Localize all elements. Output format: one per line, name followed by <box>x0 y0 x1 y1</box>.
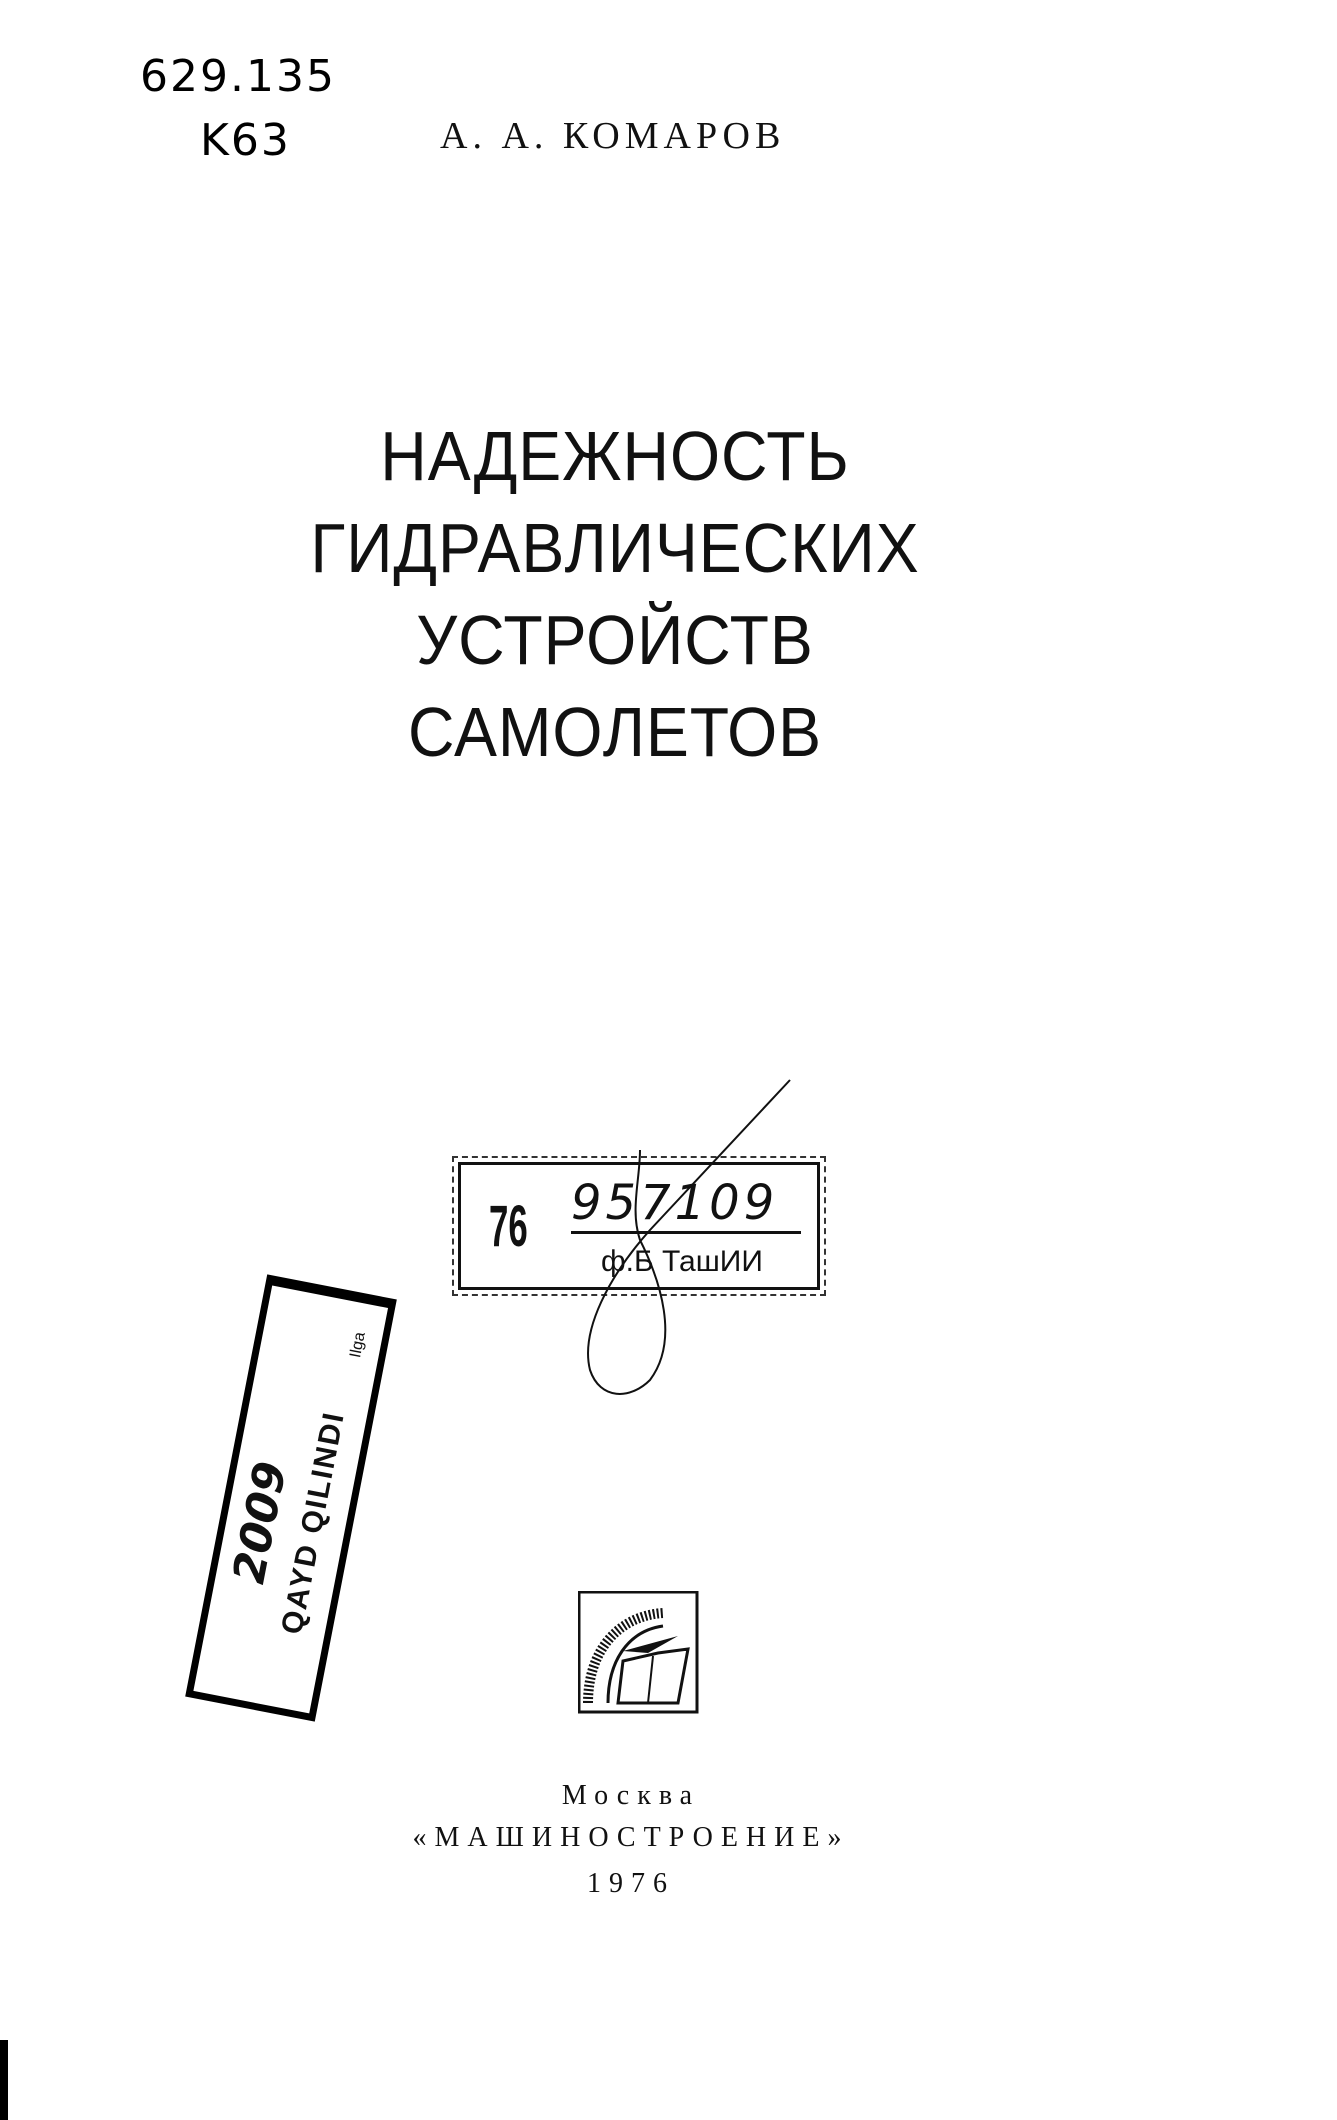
imprint-publisher: «МАШИНОСТРОЕНИЕ» <box>412 1822 850 1853</box>
title-line: НАДЕЖНОСТЬ <box>380 417 850 495</box>
stamp-small-text: Ilgа <box>347 1330 369 1360</box>
author-name: А. А. КОМАРОВ <box>440 115 786 157</box>
title-line: ГИДРАВЛИЧЕСКИХ <box>310 509 920 587</box>
library-name: ф.Б ТашИИ <box>601 1245 763 1278</box>
imprint-city: Москва <box>561 1780 701 1811</box>
scan-edge-mark <box>0 2040 8 2120</box>
stamp-code: 76 <box>489 1194 528 1259</box>
publisher-logo-icon <box>578 1591 699 1714</box>
library-stamp: 76 957109 ф.Б ТашИИ <box>452 1156 826 1296</box>
book-title: НАДЕЖНОСТЬ ГИДРАВЛИЧЕСКИХ УСТРОЙСТВ САМО… <box>0 410 1230 778</box>
imprint-year: 1976 <box>587 1868 675 1899</box>
handwritten-udc: 629.135 <box>140 51 336 102</box>
inventory-number: 957109 <box>571 1175 801 1234</box>
handwritten-code: K63 <box>200 115 291 166</box>
title-line: САМОЛЕТОВ <box>407 693 823 771</box>
title-line: УСТРОЙСТВ <box>416 601 814 679</box>
